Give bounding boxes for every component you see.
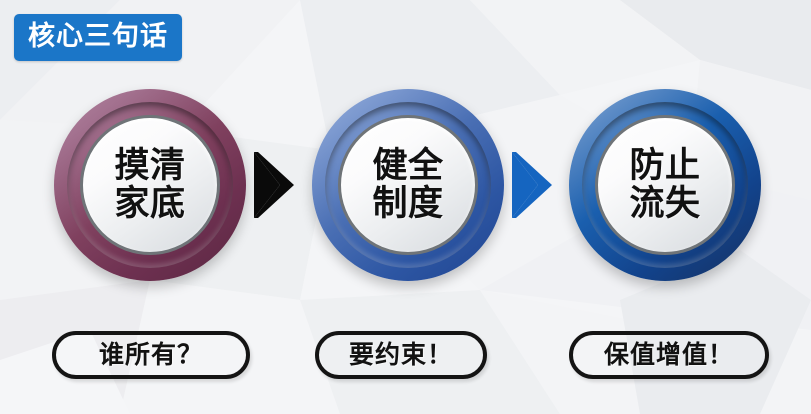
step-circle-3[interactable]: 防止 流失 bbox=[569, 89, 761, 281]
caption-pill-3[interactable]: 保值增值！ bbox=[569, 331, 769, 379]
step-label-2-line2: 制度 bbox=[372, 184, 444, 223]
caption-label-3: 保值增值！ bbox=[603, 340, 734, 369]
step-label-1: 摸清 家底 bbox=[114, 147, 185, 223]
step-label-2-line1: 健全 bbox=[372, 146, 444, 186]
step-label-3-line2: 流失 bbox=[629, 184, 701, 223]
chevron-right-icon-2 bbox=[512, 152, 552, 218]
step-label-1-line1: 摸清 bbox=[114, 146, 186, 186]
step-disc-2: 健全 制度 bbox=[338, 115, 478, 255]
caption-pill-2[interactable]: 要约束！ bbox=[315, 331, 487, 379]
step-disc-3: 防止 流失 bbox=[595, 115, 735, 255]
step-label-3: 防止 流失 bbox=[629, 147, 700, 223]
step-disc-1: 摸清 家底 bbox=[80, 115, 220, 255]
step-label-1-line2: 家底 bbox=[114, 184, 186, 223]
step-label-3-line1: 防止 bbox=[629, 146, 701, 186]
step-label-2: 健全 制度 bbox=[372, 147, 443, 223]
caption-pill-1[interactable]: 谁所有？ bbox=[52, 331, 250, 379]
caption-label-2: 要约束！ bbox=[348, 340, 453, 369]
title-badge: 核心三句话 bbox=[14, 14, 182, 61]
step-circle-2[interactable]: 健全 制度 bbox=[312, 89, 504, 281]
caption-label-1: 谁所有？ bbox=[98, 340, 203, 369]
step-circle-1[interactable]: 摸清 家底 bbox=[54, 89, 246, 281]
chevron-right-icon-1 bbox=[254, 152, 294, 218]
